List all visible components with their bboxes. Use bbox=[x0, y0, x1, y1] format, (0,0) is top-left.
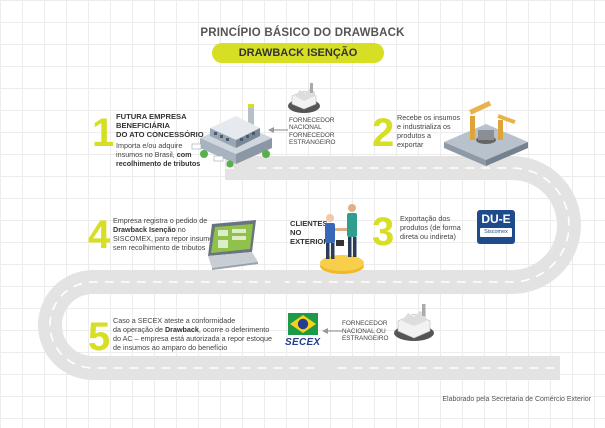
step-1-text-line1: Importa e/ou adquire bbox=[116, 141, 183, 150]
supplier-bottom-label: FORNECEDOR NACIONAL OU ESTRANGEIRO bbox=[342, 320, 389, 343]
step-5-number: 5 bbox=[88, 315, 111, 359]
supplier-top-label: FORNECEDOR NACIONAL FORNECEDOR ESTRANGEI… bbox=[289, 117, 336, 147]
step-4-bold1: Drawback Isenção bbox=[113, 225, 176, 234]
step-3-number: 3 bbox=[372, 210, 395, 254]
step-5-line3: do AC – empresa está autorizada a repor … bbox=[113, 334, 273, 343]
supplier-top-line2: NACIONAL bbox=[289, 124, 322, 132]
step-2-line2: e industrializa os bbox=[397, 122, 451, 131]
step-4-number: 4 bbox=[88, 213, 111, 257]
step-1-block: FUTURA EMPRESA BENEFICIÁRIA DO ATO CONCE… bbox=[116, 112, 228, 168]
step-2-text: Recebe os insumos e industrializa os pro… bbox=[397, 113, 477, 149]
factory-icon bbox=[191, 104, 272, 168]
industrial-robot-icon bbox=[444, 100, 528, 166]
supplier-bottom-line1: FORNECEDOR bbox=[342, 320, 388, 327]
step-5-line4: de insumos ao amparo do benefício bbox=[113, 343, 228, 352]
subtitle-pill: DRAWBACK ISENÇÃO bbox=[212, 43, 384, 63]
supplier-bottom-factory-icon bbox=[394, 304, 434, 341]
step-4-line3: SISCOMEX, para repor insumos bbox=[113, 234, 217, 243]
step-5-text: Caso a SECEX ateste a conformidade da op… bbox=[113, 316, 285, 352]
step-5-line2-a: da operação de bbox=[113, 325, 165, 334]
supplier-top-factory-icon bbox=[288, 83, 320, 113]
step-5-line2-b: , ocorre o deferimento bbox=[198, 325, 270, 334]
step-2-line3: produtos a bbox=[397, 131, 431, 140]
supplier-arrow-icon bbox=[268, 127, 288, 133]
step-5-bold1: Drawback bbox=[164, 325, 199, 334]
step-1-heading-line1: FUTURA EMPRESA BENEFICIÁRIA bbox=[116, 112, 187, 130]
step-3-text: Exportação dos produtos (de forma direta… bbox=[400, 214, 478, 241]
step-1-text-line2: insumos no Brasil, bbox=[116, 150, 175, 159]
supplier-bottom-arrow-icon bbox=[322, 328, 342, 334]
handshake-clients-icon bbox=[320, 204, 364, 274]
secex-logo-text: SECEX bbox=[285, 337, 321, 348]
step-1-text-bold1: com bbox=[176, 150, 192, 159]
supplier-top-line1: FORNECEDOR bbox=[289, 117, 335, 124]
step-4-line4: sem recolhimento de tributos bbox=[113, 243, 206, 252]
supplier-top-line3: FORNECEDOR bbox=[289, 131, 335, 139]
clients-line2: NO bbox=[290, 228, 302, 237]
due-badge-sub: Siscomex bbox=[480, 228, 512, 237]
step-5-line1: Caso a SECEX ateste a conformidade bbox=[113, 316, 236, 325]
step-2-line1: Recebe os insumos bbox=[397, 113, 461, 122]
clients-line1: CLIENTES bbox=[290, 219, 328, 228]
supplier-top-line4: ESTRANGEIRO bbox=[289, 139, 336, 147]
step-4-text: Empresa registra o pedido de Drawback Is… bbox=[113, 216, 225, 252]
supplier-bottom-line2: NACIONAL OU bbox=[342, 327, 386, 335]
step-2-line4: exportar bbox=[397, 140, 424, 149]
step-3-line2: produtos (de forma bbox=[400, 223, 461, 232]
clients-line3: EXTERIOR bbox=[290, 237, 329, 246]
step-1-text-bold2: recolhimento de tributos bbox=[116, 159, 201, 168]
due-badge: DU-E Siscomex bbox=[477, 210, 515, 244]
step-3-line3: direta ou indireta) bbox=[400, 232, 456, 241]
supplier-bottom-line3: ESTRANGEIRO bbox=[342, 335, 389, 343]
step-2-number: 2 bbox=[372, 111, 395, 155]
step-4-line1: Empresa registra o pedido de bbox=[113, 216, 208, 225]
step-1-number: 1 bbox=[92, 111, 115, 155]
page-title: PRINCÍPIO BÁSICO DO DRAWBACK bbox=[200, 27, 405, 39]
step-4-line2-rest: no bbox=[175, 225, 186, 234]
due-badge-title: DU-E bbox=[481, 212, 511, 226]
clients-label: CLIENTES NO EXTERIOR bbox=[290, 219, 329, 246]
brazil-flag-icon bbox=[288, 313, 318, 335]
footer-credit: Elaborado pela Secretaria de Comércio Ex… bbox=[442, 396, 591, 403]
laptop-icon bbox=[208, 220, 258, 270]
step-1-heading-line2: DO ATO CONCESSÓRIO bbox=[116, 130, 204, 139]
step-3-line1: Exportação dos bbox=[400, 214, 450, 223]
